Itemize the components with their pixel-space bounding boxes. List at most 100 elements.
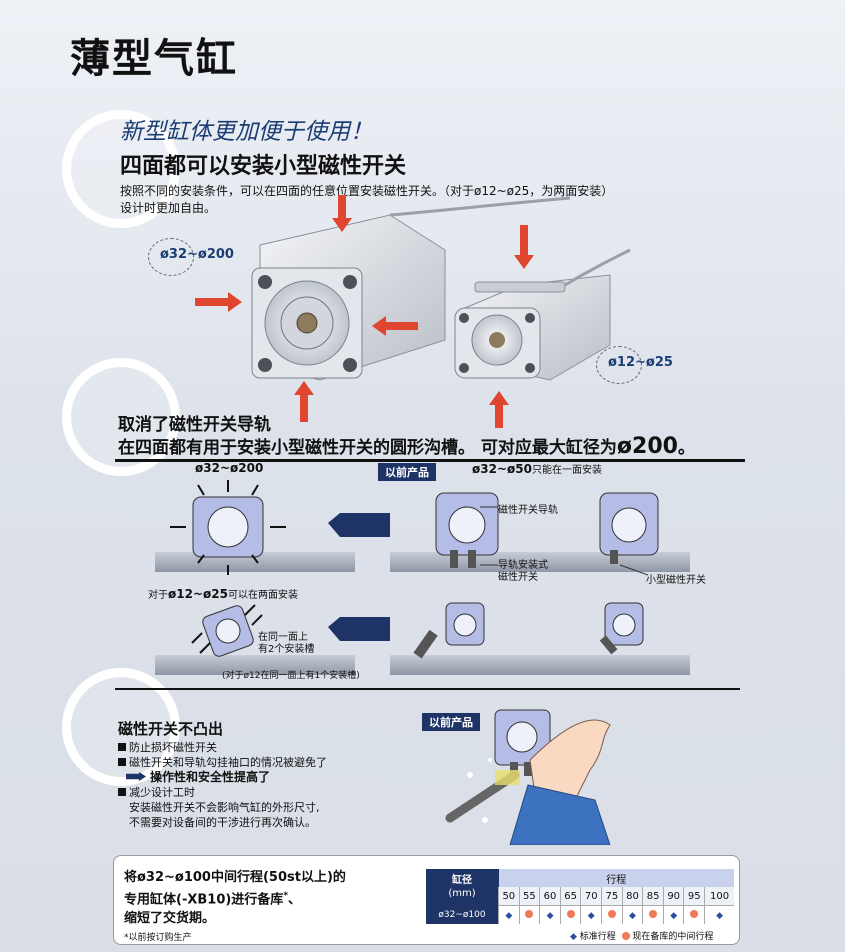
- label-bore: ø12~ø25: [168, 587, 228, 601]
- two-face-label: 对于ø12~ø25可以在两面安装: [148, 586, 298, 601]
- list-item: 磁性开关和导轨勾挂袖口的情况被避免了: [118, 755, 327, 770]
- stock-stroke-circle-icon: [683, 905, 705, 924]
- new-bore-label: ø32~ø200: [195, 461, 264, 475]
- item-text: 防止损坏磁性开关: [129, 741, 217, 754]
- stock-stroke-circle-icon: [601, 905, 623, 924]
- callout-line: 导轨安装式: [498, 560, 548, 571]
- stock-panel: 将ø32~ø100中间行程(50st以上)的 专用缸体(-XB10)进行备库*、…: [113, 855, 740, 945]
- result-text: 操作性和安全性提高了: [150, 770, 271, 784]
- stock-stroke-circle-icon: [518, 905, 540, 924]
- bore-label-large: ø32~ø200: [160, 247, 234, 262]
- standard-stroke-diamond-icon: ◆: [580, 905, 602, 924]
- stock-line: 将ø32~ø100中间行程(50st以上)的: [124, 870, 346, 885]
- legend-stock: 现在备库的中间行程: [632, 932, 714, 942]
- note: (对于ø12在同一面上有1个安装槽): [222, 671, 360, 681]
- page-title: 薄型气缸: [70, 36, 238, 82]
- stroke-header: 行程: [498, 869, 734, 887]
- footnote: *以前按订购生产: [124, 933, 192, 943]
- standard-stroke-diamond-icon: ◆: [704, 905, 734, 924]
- bore-header-line: (mm): [448, 888, 476, 900]
- decor-ring: [62, 668, 180, 786]
- divider: [115, 459, 745, 462]
- stock-text-span: 、: [288, 892, 302, 908]
- item-text: 磁性开关和导轨勾挂袖口的情况被避免了: [129, 756, 327, 769]
- list-item: 防止损坏磁性开关: [118, 740, 327, 755]
- bore-header: 缸径 (mm): [426, 869, 499, 906]
- stroke-value: 50: [498, 887, 520, 906]
- stock-line: 专用缸体(-XB10)进行备库*、: [124, 887, 346, 909]
- section1-italic-heading: 新型缸体更加便于使用！: [120, 119, 373, 145]
- item-text: 减少设计工时: [129, 786, 195, 799]
- circle-icon: [621, 932, 630, 940]
- stock-sup: *: [283, 891, 289, 901]
- result-line: 操作性和安全性提高了: [126, 770, 327, 785]
- heading-text: 在四面都有用于安装小型磁性开关的圆形沟槽。 可对应最大缸径为: [118, 438, 617, 458]
- dash-circle: [148, 238, 194, 276]
- stroke-value: 95: [683, 887, 705, 906]
- list-item: 减少设计工时: [118, 785, 327, 800]
- ground: [390, 655, 690, 675]
- stock-line: 缩短了交货期。: [124, 911, 216, 927]
- desc-line: 按照不同的安装条件，可以在四面的任意位置安装磁性开关。（对于ø12~ø25，为两…: [120, 184, 614, 198]
- stroke-value: 85: [642, 887, 664, 906]
- section3-heading: 磁性开关不凸出: [118, 720, 224, 738]
- dash-circle: [596, 346, 642, 384]
- standard-stroke-diamond-icon: ◆: [539, 905, 561, 924]
- label-text: 对于: [148, 590, 168, 601]
- section1-description: 按照不同的安装条件，可以在四面的任意位置安装磁性开关。（对于ø12~ø25，为两…: [120, 183, 613, 217]
- legend-standard: 标准行程: [579, 932, 616, 942]
- stock-text: 将ø32~ø100中间行程(50st以上)的 专用缸体(-XB10)进行备库*、…: [124, 868, 346, 928]
- item-sub: 不需要对设备间的干涉进行再次确认。: [129, 816, 316, 829]
- item-sub: 安装磁性开关不会影响气缸的外形尺寸,: [129, 801, 320, 814]
- hand-illustration: [445, 709, 611, 845]
- stock-stroke-circle-icon: [642, 905, 664, 924]
- stroke-value: 60: [539, 887, 561, 906]
- cross-section-diagrams: [170, 480, 659, 659]
- section2-heading-line2: 在四面都有用于安装小型磁性开关的圆形沟槽。 可对应最大缸径为ø200。: [118, 436, 695, 459]
- ground: [155, 655, 355, 675]
- standard-stroke-diamond-icon: ◆: [498, 905, 520, 924]
- bore-label-small: ø12~ø25: [608, 355, 673, 370]
- callout-line: 磁性开关: [498, 572, 538, 583]
- heading-text: 。: [677, 438, 695, 458]
- bore-header-line: 缸径: [452, 875, 472, 887]
- section3-list: 防止损坏磁性开关 磁性开关和导轨勾挂袖口的情况被避免了 操作性和安全性提高了 减…: [118, 740, 327, 830]
- callout-small-switch: 小型磁性开关: [646, 575, 706, 586]
- bore-text: ø32~ø50: [472, 462, 532, 476]
- section1-bold-heading: 四面都可以安装小型磁性开关: [120, 154, 407, 179]
- max-bore: ø200: [616, 434, 678, 459]
- cylinders-illustration: [195, 195, 631, 428]
- stroke-value: 90: [662, 887, 684, 906]
- stroke-value: 65: [559, 887, 581, 906]
- same-face-label: 在同一面上 有2个安装槽: [258, 632, 314, 656]
- standard-stroke-diamond-icon: ◆: [662, 905, 684, 924]
- standard-stroke-diamond-icon: ◆: [621, 905, 643, 924]
- bore-sub: 只能在一面安装: [531, 465, 602, 476]
- divider: [115, 688, 740, 690]
- stroke-value: 70: [580, 887, 602, 906]
- decor-ring: [62, 358, 180, 476]
- stock-stroke-circle-icon: [559, 905, 581, 924]
- table-legend: ◆ 标准行程 现在备库的中间行程: [570, 929, 713, 942]
- stroke-value: 55: [518, 887, 540, 906]
- stock-text-span: 专用缸体(-XB10)进行备库: [124, 892, 284, 908]
- stroke-value: 80: [621, 887, 643, 906]
- label-line: 有2个安装槽: [258, 644, 315, 655]
- stroke-value: 75: [601, 887, 623, 906]
- decor-ring: [62, 110, 180, 228]
- previous-product-tag: 以前产品: [422, 713, 480, 731]
- section2-heading-line1: 取消了磁性开关导轨: [118, 415, 271, 435]
- table-row: ø32~ø100 ◆ ◆ ◆ ◆ ◆ ◆: [426, 905, 734, 924]
- stroke-value: 100: [704, 887, 734, 906]
- label-line: 在同一面上: [258, 632, 308, 643]
- label-text: 可以在两面安装: [227, 590, 298, 601]
- diamond-icon: ◆: [570, 932, 577, 942]
- row-label: ø32~ø100: [426, 905, 499, 924]
- desc-line: 设计时更加自由。: [120, 201, 217, 215]
- callout-rail: 磁性开关导轨: [498, 505, 558, 516]
- previous-bore-label: ø32~ø50只能在一面安装: [472, 461, 602, 476]
- callout-rail-switch: 导轨安装式 磁性开关: [498, 560, 548, 584]
- previous-product-tag: 以前产品: [378, 463, 436, 481]
